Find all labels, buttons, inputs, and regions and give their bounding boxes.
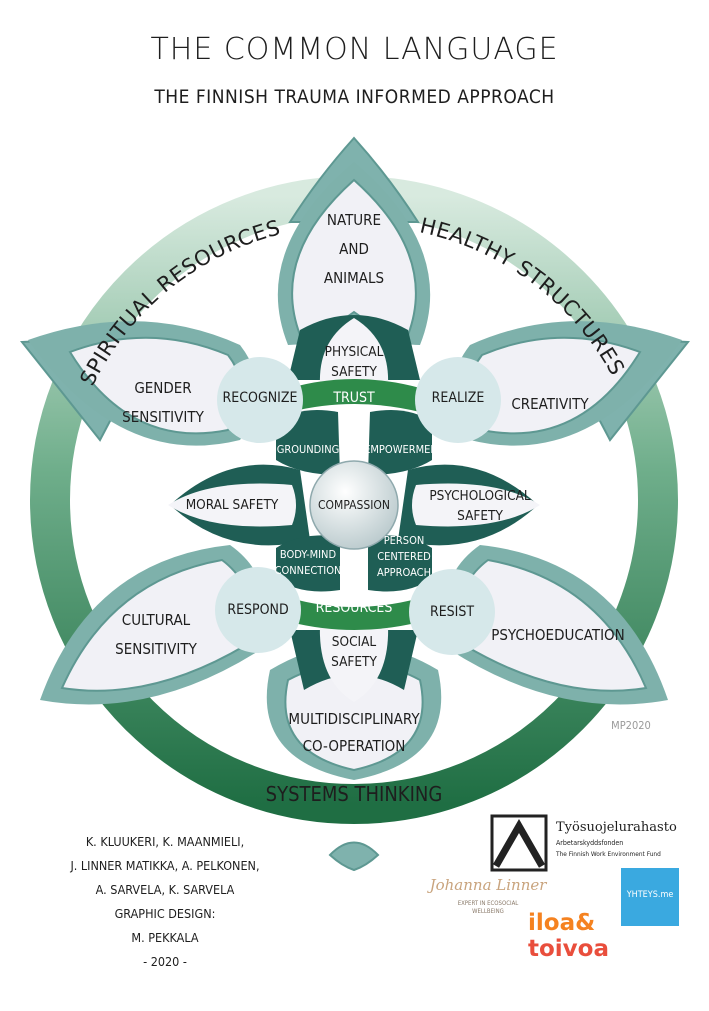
inner-petals	[168, 318, 540, 702]
tsr-name: Työsuojelurahasto	[556, 820, 677, 835]
petal-psychoeducation-label: Psychoeducation	[491, 626, 625, 644]
iloa-text: iloa&	[528, 910, 596, 936]
linner-script: Johanna Linner	[429, 876, 547, 894]
yhteys-logo: YHTEYS.me	[621, 868, 679, 926]
petal-cultural-label: CulturalSensitivity	[115, 611, 197, 658]
credit-line: A. Sarvela, K. Sarvela	[95, 882, 235, 897]
linner-logo: Johanna Linner Expert in EcosocialWellbe…	[428, 876, 558, 924]
physical-safety-label: PhysicalSafety	[324, 344, 384, 380]
petal-creativity-label: Creativity	[511, 395, 589, 413]
page-title: The Common Language	[150, 32, 559, 67]
designer-mark: MP2020	[611, 719, 651, 732]
compassion-ball	[309, 460, 399, 550]
toivoa-text: toivoa	[528, 936, 609, 962]
credits: K. Kluukeri, K. Maanmieli, J. Linner Mat…	[60, 830, 270, 974]
tsr-sv: Arbetarskyddsfonden	[556, 839, 624, 847]
recognize-label: Recognize	[222, 390, 298, 406]
realize-circle	[415, 357, 501, 443]
resources-band	[290, 598, 420, 630]
systems-thinking-label: Systems Thinking	[265, 782, 443, 806]
top-petal	[277, 162, 431, 345]
grounding-label: Grounding	[276, 443, 340, 456]
credit-line: Graphic design:	[114, 906, 216, 921]
trust-label: Trust	[333, 390, 375, 406]
empowerment-label: Empowerment	[364, 443, 444, 456]
respond-label: Respond	[227, 602, 289, 618]
trust-band	[290, 379, 420, 412]
body-mind-label: Body-MindConnection	[274, 548, 342, 577]
tsr-en: The Finnish Work Environment Fund	[556, 850, 661, 858]
moral-safety-label: Moral Safety	[185, 497, 279, 513]
compassion-label: Compassion	[318, 498, 390, 512]
recognize-circle	[217, 357, 303, 443]
psychological-safety-label: PsychologicalSafety	[429, 488, 531, 524]
lower-right-petal	[444, 545, 668, 705]
resources-label: Resources	[315, 600, 393, 616]
realize-label: Realize	[431, 390, 485, 406]
petal-multidisciplinary-label: MultidisciplinaryCo-operation	[288, 710, 420, 755]
upper-right-petal	[452, 321, 682, 446]
credit-line: J. Linner Matikka, A. Pelkonen,	[70, 858, 260, 873]
linner-tagline: Expert in EcosocialWellbeing	[457, 900, 519, 915]
resist-label: Resist	[429, 604, 475, 620]
petal-gender-label: GenderSensitivity	[122, 379, 204, 426]
person-centered-label: PersonCenteredApproach	[376, 534, 432, 579]
credit-line: K. Kluukeri, K. Maanmieli,	[85, 834, 245, 849]
credit-line: - 2020 -	[143, 954, 187, 969]
page-subtitle: The Finnish Trauma Informed Approach	[154, 86, 555, 108]
respond-circle	[215, 567, 301, 653]
petal-nature-label: NatureandAnimals	[323, 211, 385, 287]
yhteys-text: YHTEYS.me	[626, 890, 674, 900]
lower-left-petal	[40, 545, 266, 705]
tsr-emblem-icon	[490, 814, 548, 872]
iloa-logo: iloa& toivoa	[528, 910, 628, 970]
tsr-logo: Työsuojelurahasto Arbetarskyddsfonden Th…	[490, 814, 680, 872]
credit-line: M. Pekkala	[131, 930, 199, 945]
resist-circle	[409, 569, 495, 655]
social-safety-label: SocialSafety	[331, 634, 377, 670]
